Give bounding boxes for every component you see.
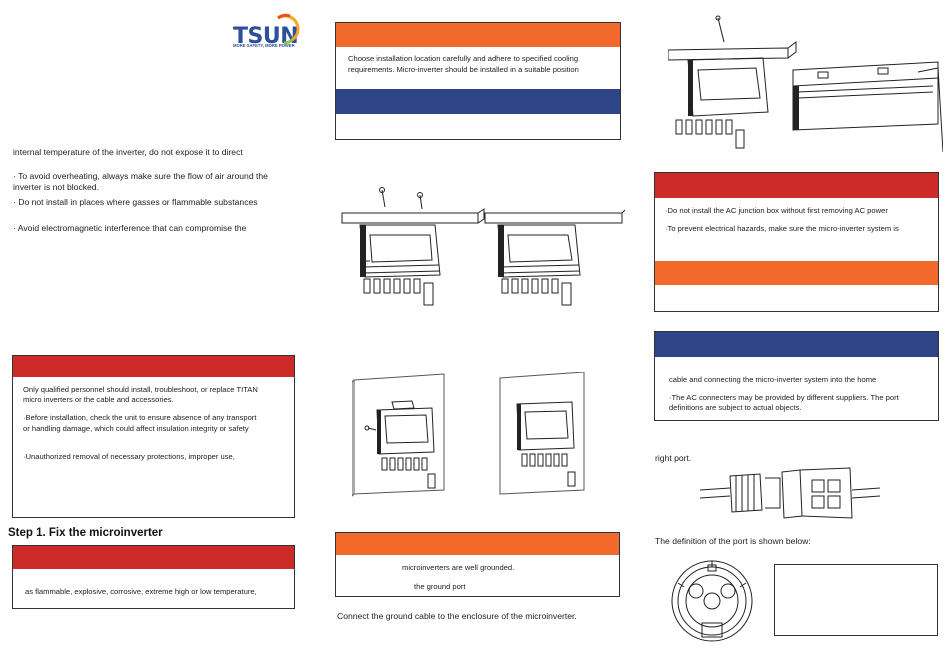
info-line: ·The AC connecters may be provided by di… [669, 393, 899, 402]
info-box-location: Choose installation location carefully a… [335, 22, 621, 140]
warning-box-qualified: Only qualified personnel should install,… [12, 355, 295, 518]
notice-line: requirements. Micro-inverter should be i… [348, 65, 579, 74]
inverter-rail-mount-illustration [341, 187, 625, 306]
right-port-text: right port. [655, 453, 692, 463]
warning-line: ·To prevent electrical hazards, make sur… [665, 224, 899, 233]
notice-header-bar [336, 23, 620, 47]
notice-line: Choose installation location carefully a… [348, 54, 579, 63]
para-emi: · Avoid electromagnetic interference tha… [13, 223, 247, 233]
warning-line: ·Before installation, check the unit to … [23, 413, 257, 422]
warning-line: ·Unauthorized removal of necessary prote… [23, 452, 235, 461]
warning-line: micro inverters or the cable and accesso… [23, 395, 174, 404]
ac-connector-illustration [700, 467, 880, 519]
warning-header-bar [13, 356, 294, 377]
info-header-bar [655, 332, 938, 357]
notice-line: microinverters are well grounded. [402, 563, 515, 572]
para-flammable: · Do not install in places where gasses … [13, 197, 258, 207]
info-header-bar [336, 89, 620, 114]
info-box-ac-cable: cable and connecting the micro-inverter … [654, 331, 939, 421]
info-line: definitions are subject to actual object… [669, 403, 802, 412]
notice-header-bar [655, 261, 938, 285]
warning-line: Only qualified personnel should install,… [23, 385, 258, 394]
logo-tagline: MORE SAFETY, MORE POWER [233, 43, 295, 48]
port-legend-box [774, 564, 938, 636]
logo-text: TSUN [233, 24, 299, 49]
notice-line: the ground port [414, 582, 466, 591]
info-box-grounding: microinverters are well grounded. the gr… [335, 532, 620, 597]
warning-box-ac: ·Do not install the AC junction box with… [654, 172, 939, 312]
port-definition-diagram [671, 560, 753, 642]
warning-line: or handling damage, which could affect i… [23, 424, 249, 433]
ground-caption: Connect the ground cable to the enclosur… [337, 611, 577, 621]
warning-header-bar [13, 546, 294, 569]
para-overheating-2: inverter is not blocked. [13, 182, 99, 192]
warning-line: as flammable, explosive, corrosive, extr… [25, 587, 257, 596]
notice-header-bar [336, 533, 619, 555]
warning-header-bar [655, 173, 938, 198]
para-overheating-1: · To avoid overheating, always make sure… [13, 171, 268, 181]
step-title: Step 1. Fix the microinverter [8, 527, 163, 539]
inverter-wall-mount-illustration [352, 372, 585, 497]
para-internal-temp: internal temperature of the inverter, do… [13, 147, 243, 157]
warning-line: ·Do not install the AC junction box with… [665, 206, 888, 215]
info-line: cable and connecting the micro-inverter … [669, 375, 877, 384]
inverter-rail-detail-illustration [668, 15, 943, 152]
port-definition-text: The definition of the port is shown belo… [655, 536, 811, 546]
tsun-logo-arc-icon [277, 13, 300, 45]
warning-box-environment: as flammable, explosive, corrosive, extr… [12, 545, 295, 609]
